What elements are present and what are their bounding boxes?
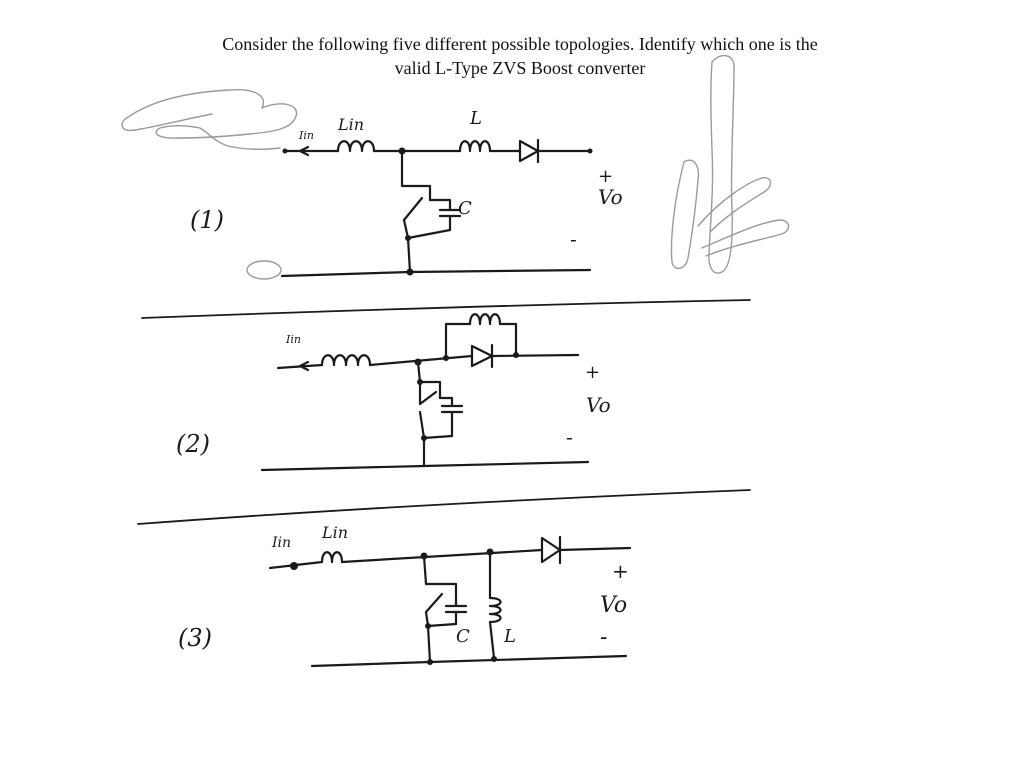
circuit-1-ground-wire xyxy=(280,268,592,278)
circuit-3-l-inductor xyxy=(488,596,502,624)
circuit-3-capacitor xyxy=(444,600,468,626)
circuit-3-diode xyxy=(540,535,562,565)
circuit-2: (2) Iin + Vo - xyxy=(176,313,611,472)
circuit-2-parallel-left xyxy=(444,322,472,360)
circuit-3-top-wire-a xyxy=(340,548,544,564)
circuit-1-switch-top-wire xyxy=(400,149,432,202)
circuit-3: (3) Iin Lin C L + Vo - xyxy=(178,523,632,668)
circuit-1-number: (1) xyxy=(190,206,224,234)
circuit-1-switch xyxy=(402,196,424,222)
circuit-2-current-arrow xyxy=(298,360,310,372)
circuit-2-parallel-right xyxy=(498,322,518,357)
circuit-1-current-arrow xyxy=(298,145,310,157)
circuit-3-switch-top-wire xyxy=(422,554,458,604)
circuit-1-plus-label: + xyxy=(598,166,613,187)
circuit-1: (1) Iin Lin L C + Vo - xyxy=(190,108,623,278)
circuit-2-switch xyxy=(418,380,438,406)
circuit-3-iin-label: Iin xyxy=(271,535,291,551)
circuit-2-plus-label: + xyxy=(585,362,600,383)
circuit-3-vo-label: Vo xyxy=(600,593,627,618)
circuit-2-input-inductor xyxy=(320,354,372,367)
circuit-1-diode xyxy=(518,138,540,164)
divider-2 xyxy=(137,489,751,525)
circuit-1-minus-label: - xyxy=(570,227,577,251)
circuit-3-ground-wire xyxy=(310,654,628,668)
circuit-1-c-label: C xyxy=(458,198,472,219)
circuit-3-minus-label: - xyxy=(600,625,607,650)
circuit-1-vo-label: Vo xyxy=(598,185,623,209)
circuit-2-ground-wire xyxy=(260,460,590,472)
circuit-2-minus-label: - xyxy=(566,425,573,449)
circuit-2-parallel-inductor xyxy=(468,313,502,326)
circuit-2-number: (2) xyxy=(176,430,210,458)
circuit-3-input-terminal xyxy=(290,562,298,570)
circuit-1-lin-inductor xyxy=(336,140,376,153)
divider-1 xyxy=(141,299,751,319)
circuit-3-l-label: L xyxy=(503,626,516,647)
circuit-1-l-inductor xyxy=(458,140,492,153)
circuit-2-iin-label: Iin xyxy=(285,333,301,346)
circuit-2-switch-top-wire xyxy=(416,360,442,400)
circuit-2-diode xyxy=(470,343,494,369)
title-line-2: valid L-Type ZVS Boost converter xyxy=(394,58,646,78)
pen-scribble-right xyxy=(670,55,790,274)
circuit-3-switch xyxy=(424,592,444,614)
circuit-2-switch-bottom-wire xyxy=(418,410,454,440)
circuit-2-capacitor xyxy=(438,396,464,438)
circuit-3-number: (3) xyxy=(178,624,212,652)
circuit-3-lin-inductor xyxy=(320,551,344,564)
circuit-3-top-wire-b xyxy=(558,546,632,552)
circuit-3-plus-label: + xyxy=(612,559,629,583)
circuit-1-lin-label: Lin xyxy=(337,115,364,134)
circuit-1-l-label: L xyxy=(469,108,482,129)
title-line-1: Consider the following five different po… xyxy=(222,34,818,54)
circuit-3-ground-drop-a xyxy=(426,624,432,664)
circuit-3-ground-drop-b xyxy=(488,620,496,660)
circuit-1-switch-bottom-wire xyxy=(402,218,452,240)
pen-scribble-left xyxy=(121,89,298,280)
circuit-2-vo-label: Vo xyxy=(586,393,611,417)
circuit-1-iin-label: Iin xyxy=(298,129,314,142)
circuit-1-capacitor xyxy=(428,198,462,232)
circuit-1-output-terminal-plus xyxy=(587,148,593,154)
circuit-2-top-wire-b xyxy=(490,353,580,358)
question-title: Consider the following five different po… xyxy=(0,32,1024,80)
circuit-2-node-parallel-right xyxy=(513,352,519,358)
circuit-3-switch-bottom-wire xyxy=(424,610,458,628)
circuit-3-lin-label: Lin xyxy=(321,523,348,542)
circuit-3-c-label: C xyxy=(456,626,470,647)
circuit-1-ground-drop xyxy=(406,236,412,274)
